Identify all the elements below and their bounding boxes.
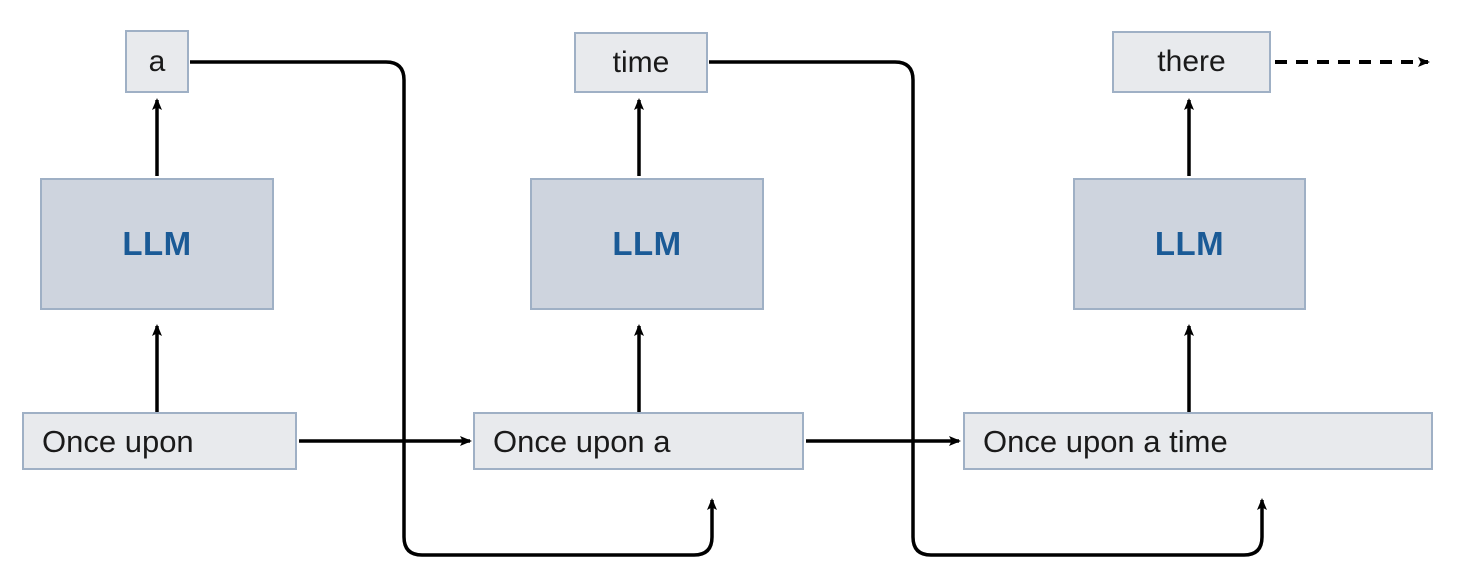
llm-label-2: LLM <box>1154 225 1225 262</box>
llm-box-2: LLM <box>1073 178 1306 310</box>
llm-label-1: LLM <box>612 225 682 262</box>
prompt-box-1: Once upon a <box>473 412 804 470</box>
output-token-box-1: time <box>574 32 708 93</box>
llm-box-0: LLM <box>40 178 274 310</box>
prompt-label-0: Once upon <box>42 423 194 459</box>
prompt-box-0: Once upon <box>22 412 297 470</box>
prompt-label-2: Once upon a time <box>983 423 1228 459</box>
output-token-label-2: there <box>1157 45 1226 78</box>
output-token-box-2: there <box>1112 31 1271 93</box>
output-token-box-0: a <box>125 30 189 93</box>
llm-box-1: LLM <box>530 178 764 310</box>
llm-label-0: LLM <box>122 225 192 262</box>
prompt-label-1: Once upon a <box>493 423 671 459</box>
output-token-label-1: time <box>612 45 670 79</box>
output-token-label-0: a <box>148 44 166 78</box>
prompt-box-2: Once upon a time <box>963 412 1433 470</box>
